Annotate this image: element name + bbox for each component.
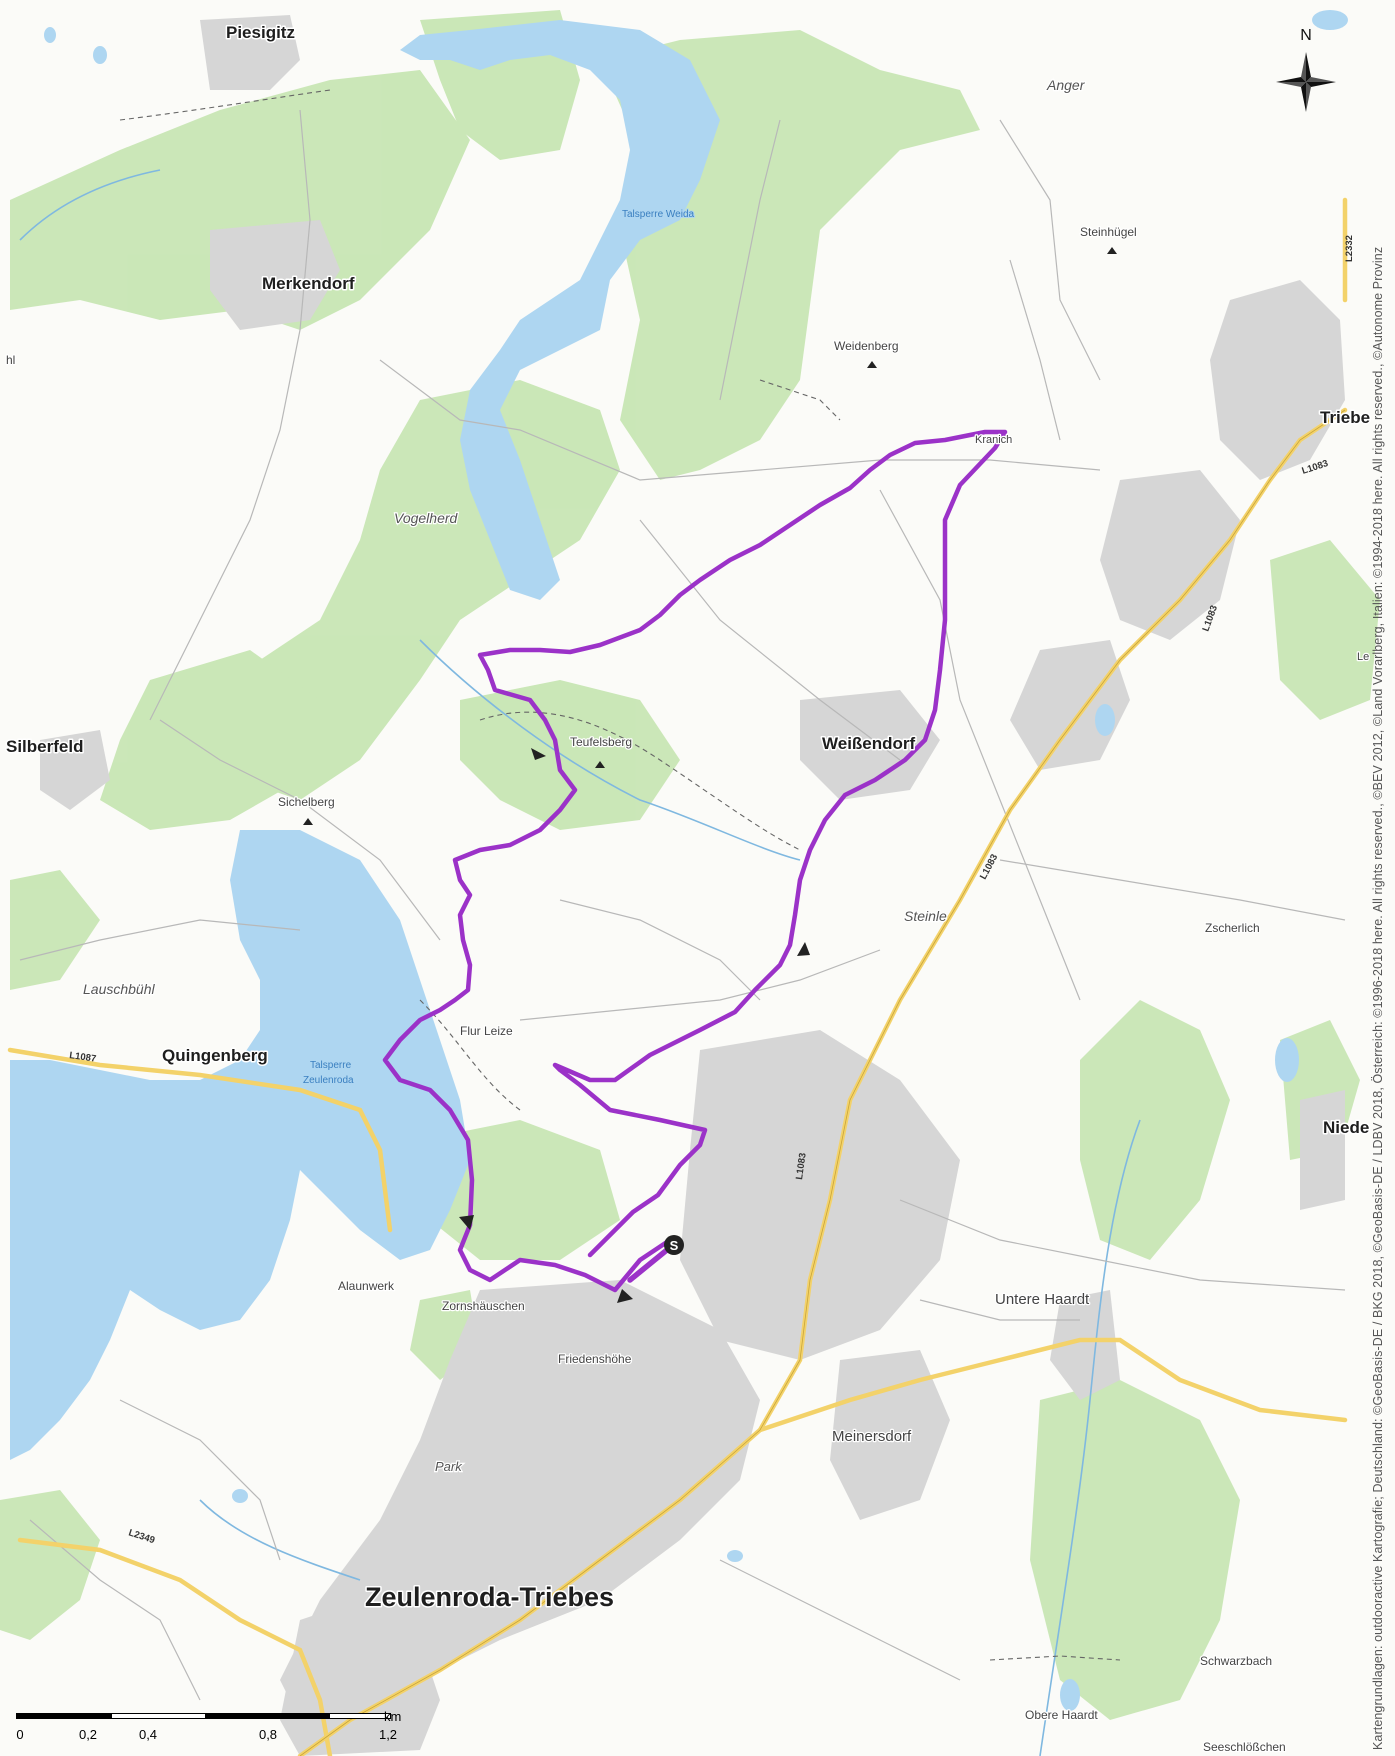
- water-labels: Talsperre Weida Talsperre Zeulenroda: [302, 208, 696, 1087]
- road-l1087: [7, 1047, 393, 1233]
- label-talsperre: Talsperre: [310, 1060, 352, 1071]
- road-l2349: [17, 1537, 333, 1756]
- scale-segment: [206, 1713, 329, 1719]
- label-seeschloesschen: Seeschlößchen: [1203, 1740, 1286, 1754]
- label-hl: hl: [6, 353, 15, 367]
- label-weissendorf: Weißendorf: [822, 734, 916, 753]
- scale-bar: km 0 0,2 0,4 0,8 1,2: [16, 1709, 416, 1753]
- label-road-l2332: L2332: [1344, 235, 1355, 262]
- label-friedenshoehe: Friedenshöhe: [558, 1352, 632, 1366]
- lake-talsperre-zeulenroda: [10, 830, 470, 1460]
- label-steinle: Steinle: [904, 908, 947, 924]
- hiking-route[interactable]: [382, 429, 1008, 1293]
- hill-labels: Steinhügel Weidenberg Teufelsberg Sichel…: [277, 224, 1138, 811]
- attribution-text: Kartengrundlagen: outdooractive Kartogra…: [1371, 246, 1385, 1750]
- summit-icon: [1107, 247, 1117, 254]
- start-spur: [627, 1242, 676, 1283]
- label-flur-leize: Flur Leize: [460, 1024, 513, 1038]
- label-talsperre-weida: Talsperre Weida: [622, 209, 695, 220]
- scale-unit: km: [384, 1709, 402, 1724]
- minor-roads: [19, 109, 1346, 1701]
- label-triebe: Triebe: [1320, 408, 1370, 427]
- road-untere-haardt: [757, 1337, 1348, 1433]
- route-line: [382, 429, 1008, 1293]
- label-piesigitz: Piesigitz: [226, 23, 295, 42]
- scale-tick: 0: [16, 1727, 24, 1742]
- summit-icons: [303, 247, 1117, 825]
- label-weidenberg: Weidenberg: [834, 339, 899, 353]
- label-merkendorf: Merkendorf: [262, 274, 355, 293]
- label-zeulenroda-triebes: Zeulenroda-Triebes: [365, 1582, 614, 1612]
- label-sichelberg: Sichelberg: [278, 795, 335, 809]
- route-arrows: [459, 748, 810, 1303]
- label-anger: Anger: [1046, 77, 1086, 93]
- label-vogelherd: Vogelherd: [394, 510, 459, 526]
- label-silberfeld: Silberfeld: [6, 737, 83, 756]
- label-le: Le: [1357, 651, 1369, 663]
- label-meinersdorf: Meinersdorf: [832, 1428, 912, 1445]
- water-bodies: [10, 10, 1348, 1711]
- label-steinhuegel: Steinhügel: [1080, 225, 1137, 239]
- label-lauschbuehl: Lauschbühl: [83, 981, 156, 997]
- start-marker-label: S: [670, 1238, 679, 1253]
- label-road-l1083-town: L1083: [794, 1152, 809, 1180]
- area-labels: Anger Vogelherd Lauschbühl Steinle Park: [82, 76, 1087, 1476]
- summit-icon: [303, 818, 313, 825]
- label-niede: Niede: [1323, 1118, 1369, 1137]
- label-quingenberg: Quingenberg: [162, 1046, 268, 1065]
- streams: [19, 169, 1141, 1756]
- label-zscherlich: Zscherlich: [1205, 921, 1260, 935]
- direction-arrow-icon: [459, 1215, 474, 1230]
- label-alaunwerk: Alaunwerk: [338, 1279, 395, 1293]
- label-road-l1087: L1087: [69, 1050, 97, 1065]
- direction-arrow-icon: [797, 942, 810, 956]
- scale-tick: 0,8: [258, 1727, 278, 1742]
- label-zeulenroda: Zeulenroda: [303, 1075, 354, 1086]
- label-untere-haardt: Untere Haardt: [995, 1291, 1090, 1308]
- summit-icon: [867, 361, 877, 368]
- scale-segment: [111, 1713, 206, 1719]
- direction-arrow-icon: [531, 748, 546, 760]
- label-park: Park: [435, 1459, 463, 1474]
- scale-tick: 1,2: [378, 1727, 398, 1742]
- scale-segment: [16, 1713, 111, 1719]
- scale-tick: 0,4: [138, 1727, 158, 1742]
- label-zornshaeuschen: Zornshäuschen: [442, 1299, 525, 1313]
- attribution: Kartengrundlagen: outdooractive Kartogra…: [1369, 0, 1391, 1756]
- direction-arrow-icon: [617, 1289, 633, 1303]
- road-casings: [299, 409, 1346, 1756]
- lake-talsperre-weida: [400, 20, 720, 600]
- compass-north-label: N: [1300, 27, 1312, 44]
- label-teufelsberg: Teufelsberg: [570, 735, 632, 749]
- start-marker[interactable]: S: [664, 1235, 684, 1255]
- compass-icon: N: [1276, 27, 1336, 112]
- label-kranich: Kranich: [975, 434, 1012, 446]
- scale-tick: 0,2: [78, 1727, 98, 1742]
- summit-icon: [595, 761, 605, 768]
- label-schwarzbach: Schwarzbach: [1200, 1654, 1272, 1668]
- scale-segment: [329, 1713, 391, 1719]
- label-obere-haardt: Obere Haardt: [1025, 1708, 1098, 1722]
- place-labels: Piesigitz Merkendorf Weißendorf Quingenb…: [5, 22, 1372, 1756]
